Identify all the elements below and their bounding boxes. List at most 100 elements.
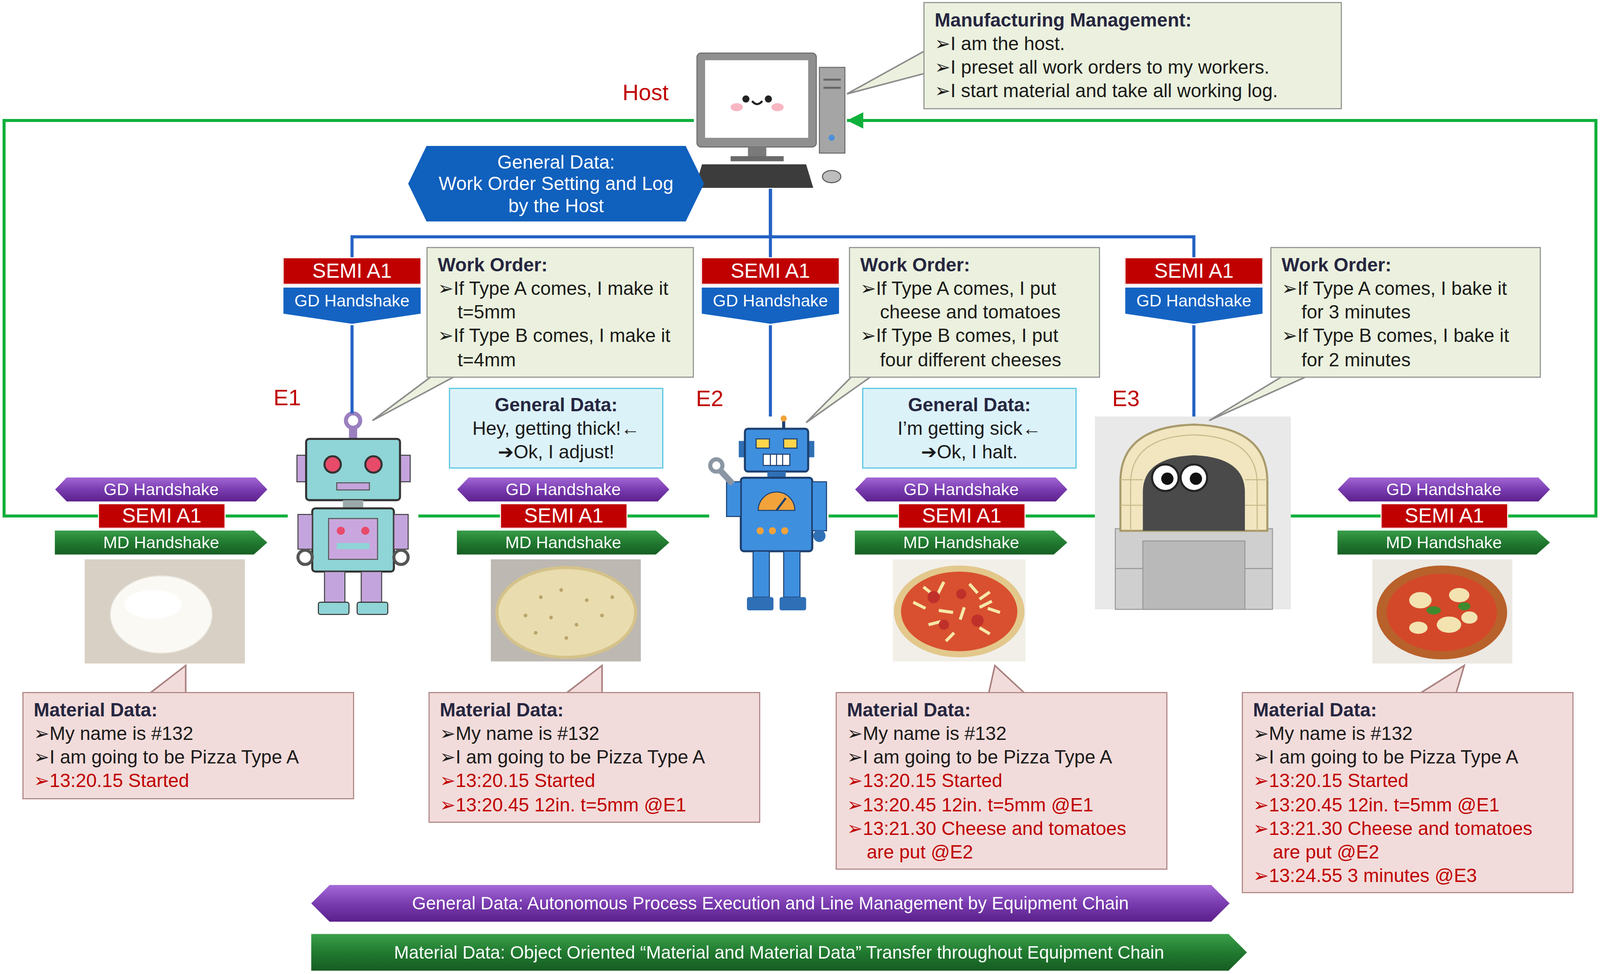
semi-a1-tag: SEMI A1 — [97, 503, 226, 529]
topped-pizza-photo-part — [892, 559, 1026, 662]
robot-e1 — [296, 413, 411, 615]
work-order-callout: Work Order:➢If Type A comes, I bake it f… — [1270, 246, 1541, 377]
callout-text: ➢If Type A comes, I put cheese and tomat… — [860, 276, 1089, 324]
band-text: General Data: Autonomous Process Executi… — [411, 892, 1129, 914]
crust-photo — [490, 559, 641, 662]
general-data-callout: General Data:I’m getting sick←➔Ok, I hal… — [862, 387, 1077, 469]
handshake-text: MD Handshake — [103, 532, 220, 552]
callout-tail — [1208, 376, 1307, 421]
callout-heading: General Data: — [871, 392, 1068, 417]
callout-tail — [847, 50, 925, 94]
robot-e2-part — [776, 497, 786, 511]
baked-pizza-photo-part — [1409, 591, 1432, 608]
callout-heading: Work Order: — [437, 253, 683, 277]
gd-handshake-arrow: GD Handshake — [53, 476, 269, 503]
gd-handshake-arrow: GD Handshake — [853, 476, 1069, 503]
oven-e3-part — [1115, 567, 1143, 569]
robot-e2-part — [768, 527, 777, 535]
robot-e2-part — [780, 415, 787, 422]
callout-text: ➔Ok, I adjust! — [458, 440, 655, 464]
crust-photo-part — [497, 567, 636, 658]
host-computer-part — [822, 170, 841, 183]
work-order-line — [768, 324, 772, 417]
baked-pizza-photo-part — [1376, 565, 1508, 659]
robot-e2-part — [744, 428, 809, 472]
equipment-label: Host — [622, 79, 669, 107]
topped-pizza-photo-part — [927, 590, 940, 604]
callout-text: ➢13:21.30 Cheese and tomatoes are put @E… — [847, 815, 1157, 863]
oven-e3-part — [1152, 464, 1179, 491]
robot-e1-part — [400, 455, 411, 482]
material-data-callout: Material Data:➢My name is #132➢I am goin… — [1241, 691, 1574, 893]
callout-text: ➢If Type B comes, I bake it for 2 minute… — [1281, 323, 1530, 371]
robot-e1-part — [349, 426, 358, 439]
oven-e3-part — [1120, 424, 1268, 531]
semi-a1-tag: SEMI A1 — [282, 257, 422, 285]
material-data-band-outline — [311, 933, 1247, 971]
host-computer-part — [694, 164, 814, 188]
material-flow-line — [4, 120, 694, 516]
handshake-text: GD Handshake — [103, 479, 219, 499]
callout-heading: Material Data: — [847, 697, 1157, 722]
robot-e1-part — [357, 601, 389, 615]
material-data-callout: Material Data:➢My name is #132➢I am goin… — [835, 691, 1168, 870]
host-computer — [694, 53, 845, 188]
general-data-callout: General Data:Hey, getting thick!←➔Ok, I … — [448, 387, 664, 469]
host-computer-part — [696, 53, 817, 147]
gd-handshake-arrow-outline — [853, 476, 1069, 503]
gd-handshake-tag: GD Handshake — [282, 286, 422, 325]
baked-pizza-photo-part — [1436, 616, 1461, 633]
callout-text: ➢13:20.15 Started — [439, 768, 750, 793]
topped-pizza-photo-part — [913, 581, 1001, 641]
crust-photo-part — [549, 615, 554, 620]
callout-heading: Manufacturing Management: — [934, 8, 1331, 32]
callout-text: ➢13:24.55 3 minutes @E3 — [1253, 863, 1563, 887]
host-computer-part — [823, 78, 842, 81]
robot-e1-part — [342, 500, 364, 509]
robot-e2 — [710, 415, 827, 611]
tag-text: SEMI A1 — [312, 259, 392, 283]
tag-text: SEMI A1 — [524, 503, 604, 528]
robot-e1-part — [297, 514, 312, 549]
general-data-band: General Data: Autonomous Process Executi… — [311, 884, 1230, 922]
handshake-text: GD Handshake — [903, 479, 1019, 499]
host-computer-part — [730, 103, 744, 112]
callout-text: ➢My name is #132 — [847, 721, 1157, 746]
work-order-line — [350, 324, 354, 414]
oven-e3-part — [1120, 479, 1143, 480]
callout-heading: Work Order: — [860, 253, 1089, 277]
equipment: Host — [693, 50, 848, 189]
robot-e2-part — [755, 438, 770, 448]
callout-text: Hey, getting thick!← — [458, 416, 655, 440]
handshake-text: MD Handshake — [903, 532, 1020, 552]
robot-e1-part — [324, 571, 345, 603]
callout-text: ➢My name is #132 — [439, 721, 750, 746]
robot-e1-part — [312, 508, 395, 572]
host-computer-part — [764, 95, 773, 103]
robot-e2-part — [746, 596, 774, 611]
robot-e2-part — [740, 477, 813, 552]
callout-text: ➢If Type A comes, I make it t=5mm — [437, 276, 683, 324]
robot-e1-part — [365, 456, 382, 473]
crust-photo-part — [533, 631, 538, 635]
callout-tail — [150, 665, 186, 693]
general-data-band-outline — [311, 884, 1230, 922]
material-flow-line — [828, 514, 898, 518]
callout-text: ➢13:21.30 Cheese and tomatoes are put @E… — [1253, 815, 1563, 863]
oven-e3-part — [1244, 504, 1268, 506]
material-flow-line — [847, 120, 1597, 516]
callout-text: ➔Ok, I halt. — [871, 440, 1068, 464]
host-computer-part — [771, 103, 784, 112]
handshake-text: GD Handshake — [1386, 479, 1502, 499]
band-text: Material Data: Object Oriented “Material… — [394, 941, 1165, 963]
robot-e2-part — [763, 453, 790, 466]
topped-pizza-photo-part — [956, 588, 967, 599]
callout-heading: Work Order: — [1281, 253, 1530, 277]
robot-e2-part — [812, 481, 827, 531]
md-handshake-arrow: MD Handshake — [456, 529, 671, 556]
robot-e1-part — [336, 526, 345, 535]
callout-heading: Material Data: — [439, 697, 750, 722]
robot-e1-part — [394, 514, 409, 549]
callout-text: I’m getting sick← — [871, 416, 1068, 440]
crust-photo-part — [490, 559, 641, 662]
